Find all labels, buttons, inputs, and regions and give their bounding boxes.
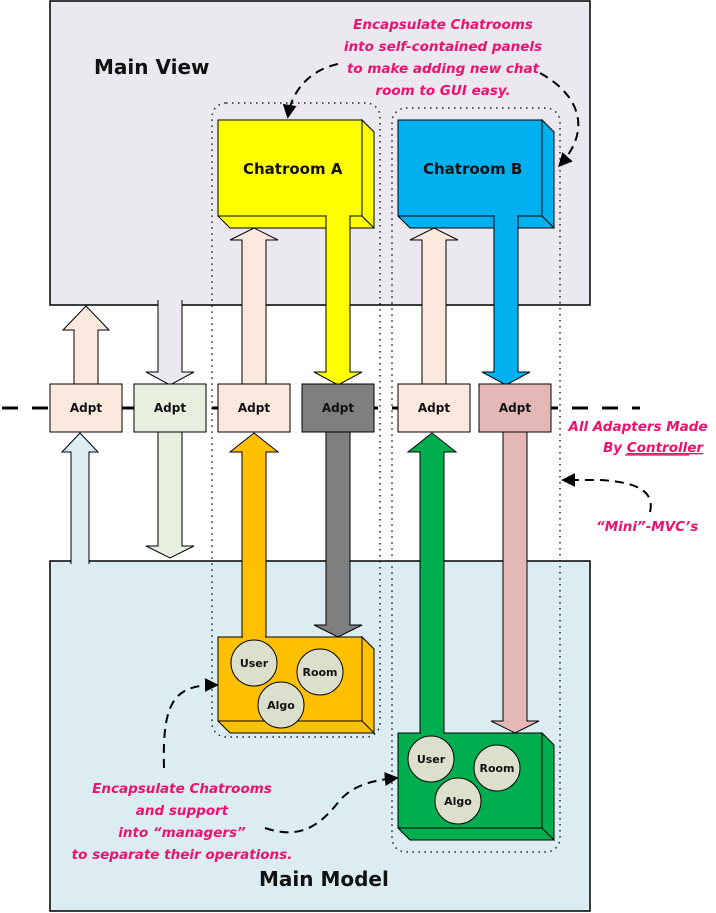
arrow-view-to-adpt2 (145, 300, 195, 386)
main-view-title: Main View (94, 55, 209, 79)
svg-text:Adpt: Adpt (418, 401, 450, 415)
svg-text:Adpt: Adpt (499, 401, 531, 415)
chatroom-a-label: Chatroom A (243, 160, 343, 178)
svg-text:All Adapters Made: All Adapters Made (567, 419, 707, 435)
mini-mvc-note: “Mini”-MVC’s (596, 519, 698, 535)
room-manager-ball (296, 648, 344, 696)
user-manager-ball (230, 639, 278, 687)
svg-text:By Controller: By Controller (603, 440, 704, 456)
svg-text:into “managers”: into “managers” (118, 825, 246, 841)
algo-manager-ball (257, 681, 305, 729)
note-arrow-to-chatroom-b (539, 72, 580, 168)
algo-manager-ball (434, 777, 482, 825)
view-encapsulate-note: Encapsulate Chatrooms into self-containe… (344, 17, 542, 99)
user-manager-ball (407, 735, 455, 783)
user-label: User (240, 657, 269, 670)
arrow-manager-a-to-adpt3 (228, 432, 280, 637)
svg-text:into self-contained panels: into self-contained panels (344, 39, 542, 55)
user-label: User (417, 753, 446, 766)
algo-label: Algo (444, 795, 472, 808)
arrow-adpt1-to-view (61, 305, 111, 386)
chatroom-a-panel: Chatroom A (217, 118, 375, 230)
algo-label: Algo (267, 699, 295, 712)
controller-link-text: Controller (627, 440, 705, 456)
arrow-adpt2-to-model (145, 431, 195, 559)
note-arrow-to-manager-b (264, 772, 399, 834)
note-arrow-to-manager-a (162, 678, 219, 769)
svg-text:room to GUI easy.: room to GUI easy. (375, 83, 510, 99)
svg-text:and support: and support (136, 803, 229, 819)
svg-text:Encapsulate Chatrooms: Encapsulate Chatrooms (92, 781, 272, 797)
chatroom-b-panel: Chatroom B (397, 118, 555, 230)
adapter-5: Adpt (397, 383, 471, 433)
adapter-1: Adpt (49, 383, 123, 433)
adapters-made-note: All Adapters Made By Controller (567, 419, 707, 456)
arrow-adpt6-to-manager-b (490, 431, 540, 734)
svg-text:Adpt: Adpt (238, 401, 270, 415)
svg-text:Adpt: Adpt (322, 401, 354, 415)
adapter-3: Adpt (217, 383, 291, 433)
note-arrow-to-mini-mvc (561, 473, 652, 513)
arrow-manager-b-to-adpt5 (406, 432, 458, 733)
arrow-adpt3-to-chatroom-a (229, 227, 279, 386)
adapter-6: Adpt (478, 383, 552, 433)
chatroom-b-label: Chatroom B (423, 160, 522, 178)
manager-b-box: User Room Algo (397, 730, 555, 842)
arrow-adpt4-to-manager-a (313, 431, 363, 638)
arrow-adpt5-to-chatroom-b (409, 227, 459, 386)
svg-text:to make adding new chat: to make adding new chat (347, 61, 540, 77)
manager-a-box: User Room Algo (217, 634, 375, 735)
svg-text:Encapsulate Chatrooms: Encapsulate Chatrooms (353, 17, 533, 33)
room-label: Room (479, 762, 514, 775)
adapter-2: Adpt (133, 383, 207, 433)
svg-text:Adpt: Adpt (70, 401, 102, 415)
note-arrow-to-chatroom-a (282, 63, 339, 119)
room-label: Room (302, 666, 337, 679)
room-manager-ball (473, 744, 521, 792)
adapter-4: Adpt (301, 383, 375, 433)
main-model-title: Main Model (259, 867, 389, 891)
svg-text:to separate their operations.: to separate their operations. (72, 847, 293, 863)
svg-text:Adpt: Adpt (154, 401, 186, 415)
mini-mvc-enclosure-a (211, 102, 381, 738)
arrow-model-to-adpt1 (60, 432, 100, 564)
model-encapsulate-note: Encapsulate Chatrooms and support into “… (72, 781, 293, 863)
